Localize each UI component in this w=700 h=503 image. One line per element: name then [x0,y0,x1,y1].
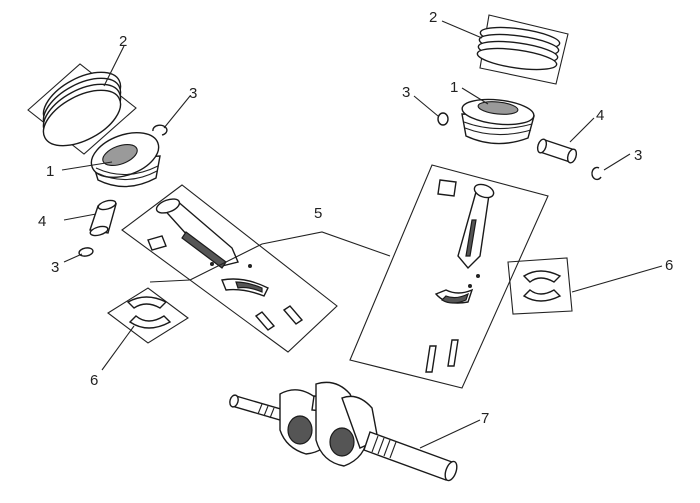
left-conrod-box [121,184,338,353]
left-piston-ring-set [27,63,137,155]
callout-left-clip-bottom: 3 [51,259,59,276]
right-piston [461,98,535,145]
left-piston [90,132,161,188]
callout-right-bearing: 6 [665,257,673,274]
right-conrod-group [349,164,549,389]
crankshaft [229,381,458,482]
callout-crankshaft: 7 [481,410,489,427]
callout-left-clip-top: 3 [189,85,197,102]
callout-right-rings: 2 [429,9,437,26]
callout-left-bearing: 6 [90,372,98,389]
right-bearing [507,257,573,315]
right-piston-clip-left [437,112,449,126]
left-piston-clip-bottom [78,247,94,257]
left-piston-clip-top [152,124,168,136]
right-piston-ring-set [476,14,569,85]
left-bearing-box [107,287,189,344]
callout-left-rings: 2 [119,33,127,50]
callout-left-pin: 4 [38,213,46,230]
left-bearing [107,287,189,344]
callout-right-pin: 4 [596,107,604,124]
right-piston-pin [536,138,578,164]
callout-right-piston: 1 [450,79,458,96]
callout-conrod-group: 5 [314,205,322,222]
leader-lines [61,20,663,449]
callout-right-clip-left: 3 [402,84,410,101]
left-conrod-group [121,184,338,353]
callout-left-piston: 1 [46,163,54,180]
callout-labels: 2 1 3 4 3 5 6 2 1 3 4 3 6 7 [38,9,673,427]
right-bearing-box [507,257,573,315]
callout-right-clip-right: 3 [634,147,642,164]
right-conrod-box [349,164,549,389]
left-piston-pin [89,199,117,237]
right-piston-clip-right [591,166,602,181]
